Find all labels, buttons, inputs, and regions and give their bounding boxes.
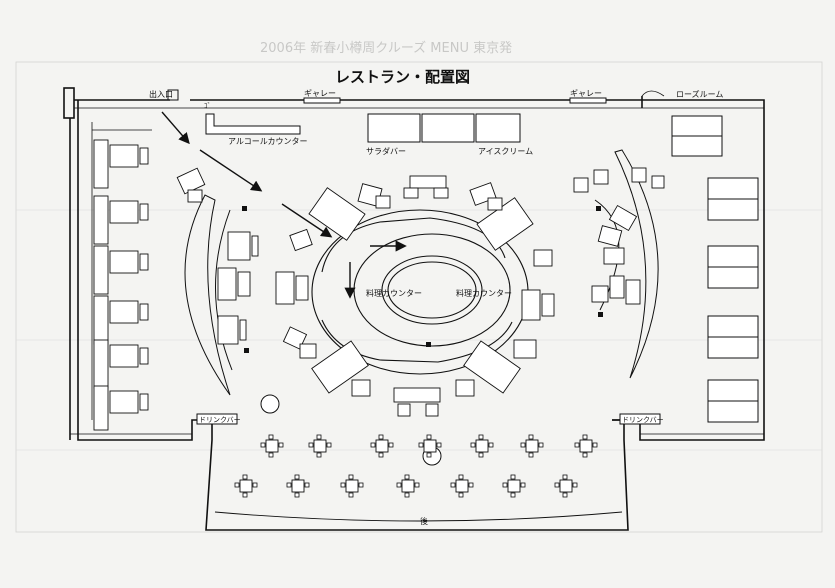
right-inner-seating [591,167,665,305]
alcohol-counter[interactable]: ｺﾞ [204,102,301,135]
stern-table [554,474,578,498]
cooking-counter-right-label: 料理カウンター [456,288,512,298]
drink-bar-left[interactable] [196,413,238,425]
left-booths [93,139,149,431]
stern-table [470,434,494,458]
drink-bar-right[interactable] [619,413,661,425]
outer-walls [63,87,765,531]
gallery-right-label: ギャレー [570,89,602,98]
stern-table [308,434,332,458]
stern-table [340,474,364,498]
faded-menu-line: 2006年 新春小樽周クルーズ MENU 東京発 [260,40,512,56]
stern-table [234,474,258,498]
left-banquette [184,194,233,396]
stern-table [502,474,526,498]
entrance-label: 出入口 [149,89,173,99]
stern-table [450,474,474,498]
stern-label: 後 [420,516,428,526]
faded-menu-background: 2006年 新春小樽周クルーズ MENU 東京発 [15,40,823,533]
central-booths [282,187,555,394]
pillars [242,206,603,353]
alcohol-counter-label: アルコールカウンター [228,137,308,146]
stern-table [370,434,394,458]
salad-bar-label: サラダバー [366,146,406,156]
cooking-counter-left-label: 料理カウンター [366,288,422,298]
left-inner-seating [217,231,309,345]
drink-bar-left-label: ドリンクバー [199,416,241,424]
alcohol-counter-mark: ｺﾞ [204,102,211,110]
stern-table [574,434,598,458]
top-table-sets [176,167,609,211]
bottom-center-sets [351,379,475,417]
page-title: レストラン・配置図 [335,68,470,86]
stern-table [520,434,544,458]
round-pillar-left [260,394,280,414]
stern-table [260,434,284,458]
flow-arrows [161,111,407,299]
gallery-left-door[interactable] [303,97,341,104]
entrance-door[interactable] [167,89,179,101]
salad-bar-counter[interactable] [367,113,521,143]
gallery-right-door[interactable] [569,97,607,104]
gallery-left-label: ギャレー [304,89,336,98]
stern-table-grid [234,434,598,498]
stern-table [396,474,420,498]
rose-room-tables [671,115,759,423]
ice-cream-label: アイスクリーム [478,147,533,156]
stern-table [418,434,442,458]
rose-room-label: ローズルーム [676,89,723,99]
drink-bar-right-label: ドリンクバー [622,416,664,424]
stern-table [286,474,310,498]
